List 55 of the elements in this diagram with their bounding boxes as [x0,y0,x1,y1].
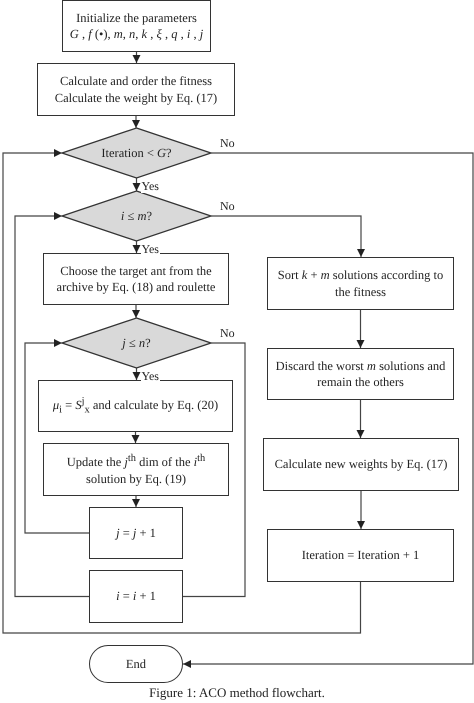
node-text: i = i + 1 [116,588,156,605]
arrow [357,491,365,529]
node-text: j ≤ n? [122,336,151,350]
process-box [263,438,459,491]
decision-diamond [62,191,211,241]
arrow [132,496,140,507]
node-text: Iteration = Iteration + 1 [302,547,420,564]
arrow [132,241,140,253]
node-text: μ$_{i}$ = S$^{j}$$_{x}$ and calculate by Eq. (20) [52,394,218,418]
decision-diamond [62,318,211,368]
arrow [356,310,364,348]
arrow [132,178,140,191]
node-text: Iteration < G? [101,146,172,160]
edge-label: Yes [140,180,160,194]
arrow [132,432,140,443]
node-text: i ≤ m? [120,208,152,224]
decision-diamond [62,128,211,178]
arrow [132,305,140,318]
edge-label: No [219,200,236,214]
arrow [24,339,89,534]
process-box [89,570,183,623]
arrow [2,149,362,634]
process-box [43,253,229,305]
caption: Figure 1: ACO method flowchart. [148,685,326,701]
terminal-box [89,645,183,683]
arrow [132,52,140,63]
node-text: Update the j$^{th}$ dim of the i$^{th}$ solution by Eq. (19) [66,452,206,487]
process-box [267,529,454,582]
process-box [89,507,183,559]
process-box [43,443,229,496]
edge-label: No [219,137,236,150]
node-text: End [126,656,146,672]
arrow [132,368,140,380]
edge-label: No [219,327,236,340]
arrow [356,400,364,438]
process-box [37,63,235,116]
arrow [211,215,365,257]
node-text: G , f (•), m, n, k , ξ , q , i , j [70,26,204,42]
node-text: Calculate and order the fitness [60,73,212,90]
node-text: Calculate new weights by Eq. (17) [274,456,448,473]
edge-label: Yes [140,370,160,384]
node-text: Sort k + m solutions according to the fitness [276,267,444,300]
node-text: Choose the target ant from the archive by Eq. (18) and roulette [56,262,216,296]
process-box [62,0,211,52]
node-text: Discard the worst m solutions and remain the others [274,358,446,390]
arrow [183,152,474,668]
edge-label: Yes [140,243,160,256]
node-text: j = j + 1 [116,524,156,542]
process-box [267,348,454,400]
process-box [267,257,454,310]
node-text: Initialize the parameters [76,10,197,26]
arrow [132,116,140,128]
arrow [14,212,89,598]
node-text: Calculate the weight by Eq. (17) [54,90,218,106]
process-box [38,380,233,432]
